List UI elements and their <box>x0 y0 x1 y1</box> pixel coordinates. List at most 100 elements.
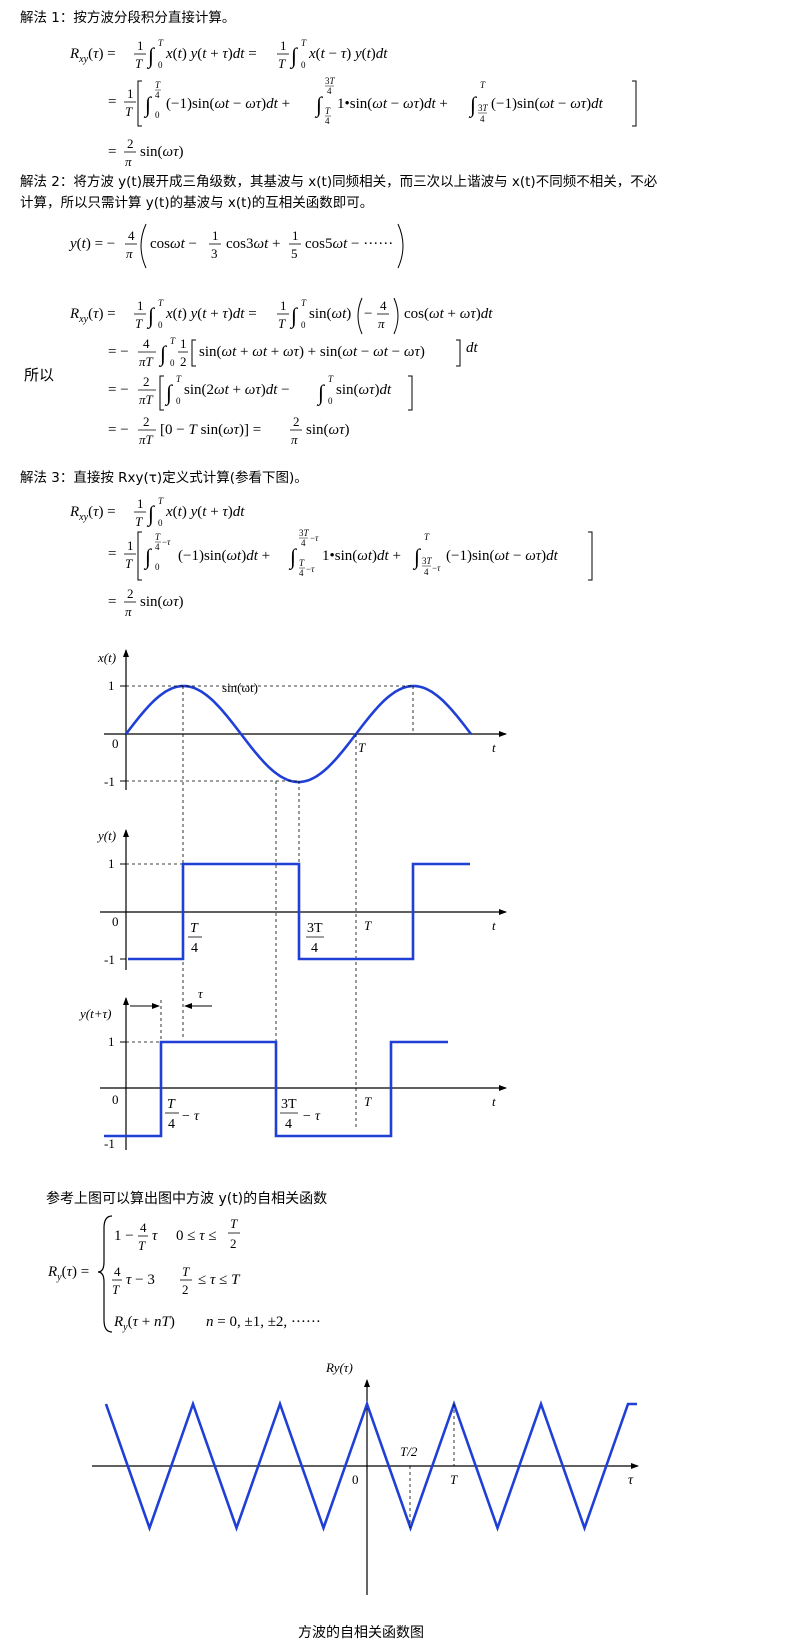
svg-text:2: 2 <box>143 414 150 429</box>
svg-text:4: 4 <box>325 116 330 126</box>
sine-curve <box>124 684 473 784</box>
sol3-heading: 解法 3：直接按 Rxy(τ)定义式计算(参看下图)。 <box>20 470 308 486</box>
svg-text:1: 1 <box>137 496 144 511</box>
svg-text:(−1)sin(ωt)dt +: (−1)sin(ωt)dt + <box>178 548 270 564</box>
svg-text:πT: πT <box>139 392 154 407</box>
svg-text:∫: ∫ <box>314 92 324 118</box>
yshift-one: 1 <box>108 1034 115 1049</box>
svg-text:1: 1 <box>127 86 134 101</box>
xt-minus-one: -1 <box>104 774 115 789</box>
yshift-T4-minus-tau: − τ <box>181 1109 200 1124</box>
ry-T: T <box>450 1472 458 1487</box>
svg-text:T: T <box>182 1264 190 1279</box>
yshift-T4-num: T <box>167 1097 176 1112</box>
svg-text:−: − <box>364 306 372 322</box>
yt-t: t <box>492 918 496 933</box>
svg-text:T: T <box>278 316 286 331</box>
svg-text:∫: ∫ <box>412 544 422 570</box>
svg-text:π: π <box>126 246 133 261</box>
yshift-T4-den: 4 <box>168 1117 175 1132</box>
svg-text:4: 4 <box>327 86 332 96</box>
svg-text:∫: ∫ <box>146 303 156 329</box>
xt-zero: 0 <box>112 736 119 751</box>
svg-text:πT: πT <box>139 432 154 447</box>
svg-text:3T: 3T <box>325 76 336 86</box>
svg-text:∫: ∫ <box>146 501 156 527</box>
svg-text:T: T <box>135 514 143 529</box>
svg-text:2: 2 <box>180 354 187 369</box>
svg-text:T: T <box>155 80 161 90</box>
svg-text:4: 4 <box>128 228 135 243</box>
svg-text:0 ≤ τ ≤: 0 ≤ τ ≤ <box>176 1228 217 1244</box>
svg-text:∫: ∫ <box>143 544 153 570</box>
yshift-3T4-den: 4 <box>285 1117 292 1132</box>
svg-text:T: T <box>278 56 286 71</box>
svg-text:T: T <box>424 532 430 542</box>
svg-text:2: 2 <box>182 1282 189 1297</box>
yt-3T4-den: 4 <box>311 941 318 956</box>
svg-text:∫: ∫ <box>158 341 168 367</box>
svg-text:2: 2 <box>143 374 150 389</box>
svg-text:1: 1 <box>137 38 144 53</box>
svg-text:sin(ωt): sin(ωt) <box>309 306 351 322</box>
yt-minus-one: -1 <box>104 952 115 967</box>
svg-text:1: 1 <box>280 38 287 53</box>
svg-text:T: T <box>301 298 307 308</box>
svg-text:∫: ∫ <box>316 380 326 406</box>
svg-text:y(t): y(t) <box>96 828 116 843</box>
ry-tau: τ <box>628 1473 634 1488</box>
svg-text:1: 1 <box>180 336 187 351</box>
svg-text:∫: ∫ <box>146 43 156 69</box>
svg-text:2: 2 <box>230 1236 237 1251</box>
svg-text:T: T <box>480 80 486 90</box>
svg-text:∫: ∫ <box>143 92 153 118</box>
svg-text:4: 4 <box>155 90 160 100</box>
svg-text:n = 0, ±1, ±2, ······: n = 0, ±1, ±2, ······ <box>206 1314 321 1330</box>
svg-text:4: 4 <box>301 538 306 548</box>
svg-text:Rxy(τ) =: Rxy(τ) = <box>69 306 116 325</box>
svg-text:sin(ωτ): sin(ωτ) <box>140 144 183 160</box>
svg-text:−τ: −τ <box>310 533 319 543</box>
svg-text:∫: ∫ <box>468 92 478 118</box>
yt-label: y(t) <box>96 828 116 843</box>
yshift-3T4-num: 3T <box>281 1097 297 1112</box>
sol3-equations: Rxy(τ) = 1T ∫T0 x(t) y(t + τ)dt = 1T ∫T4… <box>69 496 593 619</box>
svg-text:sin(ωτ)dt: sin(ωτ)dt <box>336 382 392 398</box>
svg-text:4: 4 <box>299 568 304 578</box>
yt-T4-num: T <box>190 921 199 936</box>
svg-text:(−1)sin(ωt − ωτ)dt +: (−1)sin(ωt − ωτ)dt + <box>166 96 290 112</box>
svg-text:4: 4 <box>155 542 160 552</box>
yshift-minus-one: -1 <box>104 1136 115 1151</box>
svg-text:π: π <box>291 432 298 447</box>
yshift-zero: 0 <box>112 1092 119 1107</box>
svg-text:πT: πT <box>139 354 154 369</box>
svg-text:T: T <box>158 298 164 308</box>
ry-zero: 0 <box>352 1472 359 1487</box>
svg-text:T: T <box>125 104 133 119</box>
svg-text:3T: 3T <box>422 556 433 566</box>
svg-text:1: 1 <box>280 298 287 313</box>
svg-text:3T: 3T <box>299 528 310 538</box>
yshift-t: t <box>492 1094 496 1109</box>
svg-text:cosωt −: cosωt − <box>150 236 197 252</box>
svg-text:4: 4 <box>140 1220 147 1235</box>
svg-text:T: T <box>135 56 143 71</box>
sol2-heading-line1: 解法 2：将方波 y(t)展开成三角级数，其基波与 x(t)同频相关，而三次以上… <box>20 174 658 190</box>
svg-text:∫: ∫ <box>288 544 298 570</box>
svg-text:3T: 3T <box>478 103 489 113</box>
svg-text:3: 3 <box>211 246 218 261</box>
svg-text:y(t) = −: y(t) = − <box>68 236 115 252</box>
svg-text:(−1)sin(ωt − ωτ)dt: (−1)sin(ωt − ωτ)dt <box>446 548 559 564</box>
svg-text:(−1)sin(ωt − ωτ)dt: (−1)sin(ωt − ωτ)dt <box>491 96 604 112</box>
yshift-3T4-minus-tau: − τ <box>302 1109 321 1124</box>
svg-text:∫: ∫ <box>164 380 174 406</box>
svg-text:0: 0 <box>158 60 163 70</box>
svg-text:≤ τ ≤ T: ≤ τ ≤ T <box>198 1272 241 1288</box>
svg-text:=: = <box>108 594 116 610</box>
yt-T4-den: 4 <box>191 941 198 956</box>
svg-text:τ − 3: τ − 3 <box>126 1272 155 1288</box>
svg-text:0: 0 <box>170 358 175 368</box>
svg-text:4: 4 <box>380 298 387 313</box>
svg-text:0: 0 <box>155 562 160 572</box>
svg-text:x(t − τ) y(t)dt: x(t − τ) y(t)dt <box>308 46 388 62</box>
